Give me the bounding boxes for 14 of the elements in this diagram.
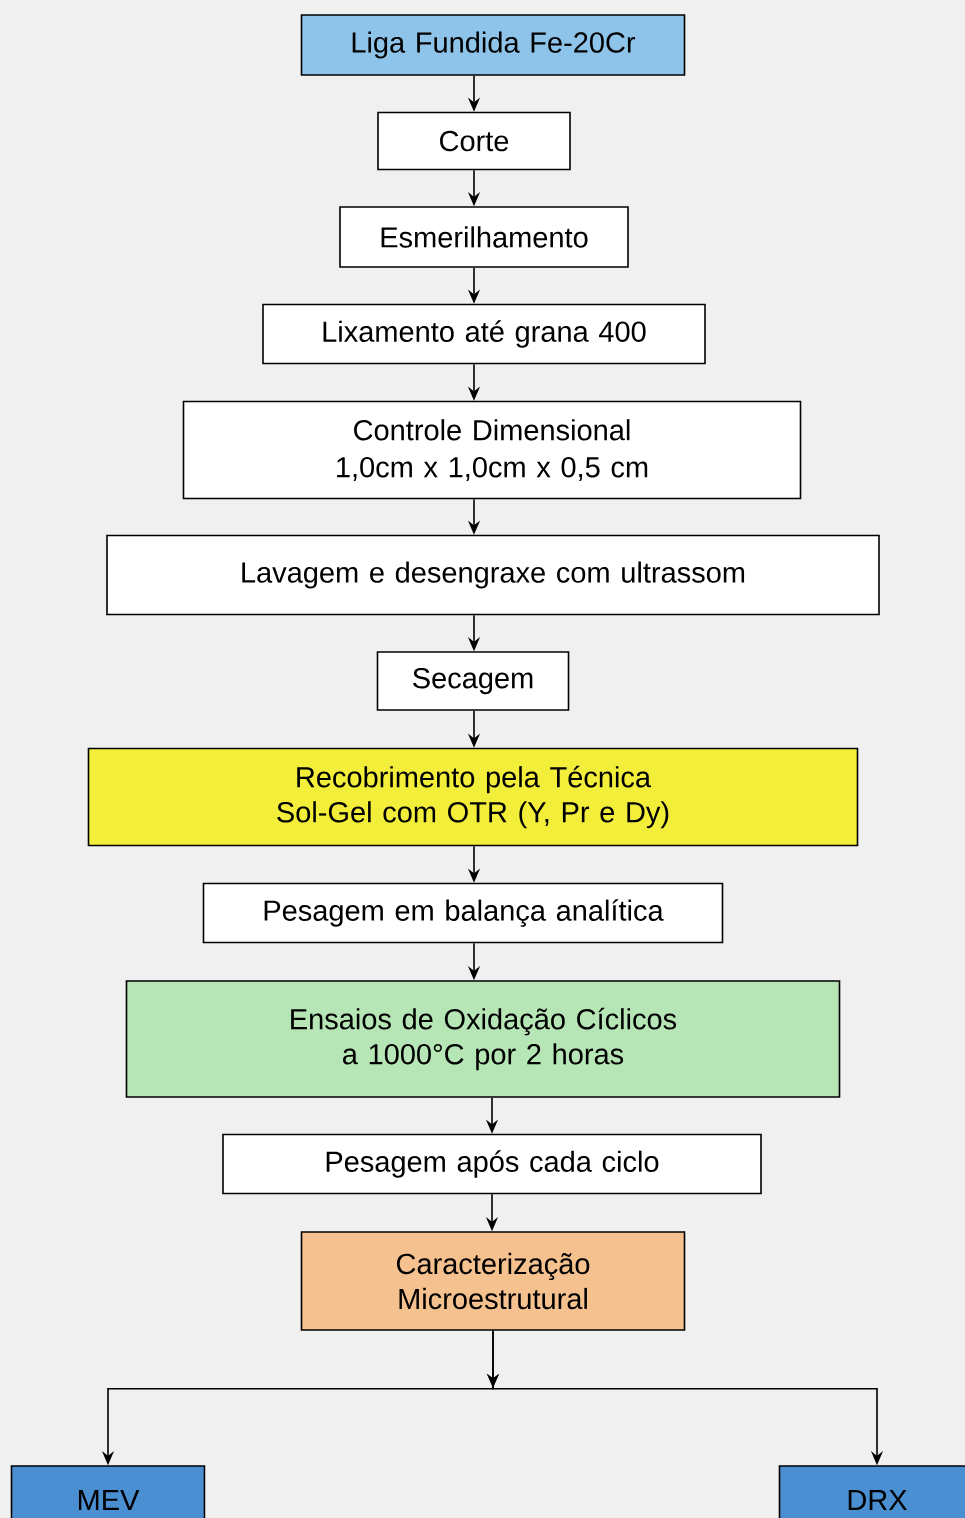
process-box: Lixamento até grana 400 (262, 303, 706, 365)
process-box: Ensaios de Oxidação Cíclicos a 1000°C por 2 horas (125, 980, 841, 1098)
process-box: Pesagem após cada ciclo (222, 1133, 762, 1195)
process-box: Caracterização Microestrutural (300, 1231, 686, 1331)
process-box: Recobrimento pela Técnica Sol-Gel com OTR (Y, Pr e Dy) (87, 747, 859, 847)
process-box: Lavagem e desengraxe com ultrassom (106, 534, 880, 616)
process-box: Secagem (376, 651, 570, 711)
process-box: Pesagem em balança analítica (202, 882, 724, 944)
process-box: Esmerilhamento (339, 206, 629, 268)
result-box: MEV (10, 1465, 206, 1518)
process-box: Corte (377, 111, 571, 171)
process-box: Liga Fundida Fe-20Cr (300, 14, 686, 76)
result-box: DRX (778, 1465, 965, 1518)
process-box: Controle Dimensional 1,0cm x 1,0cm x 0,5 cm (182, 400, 802, 500)
